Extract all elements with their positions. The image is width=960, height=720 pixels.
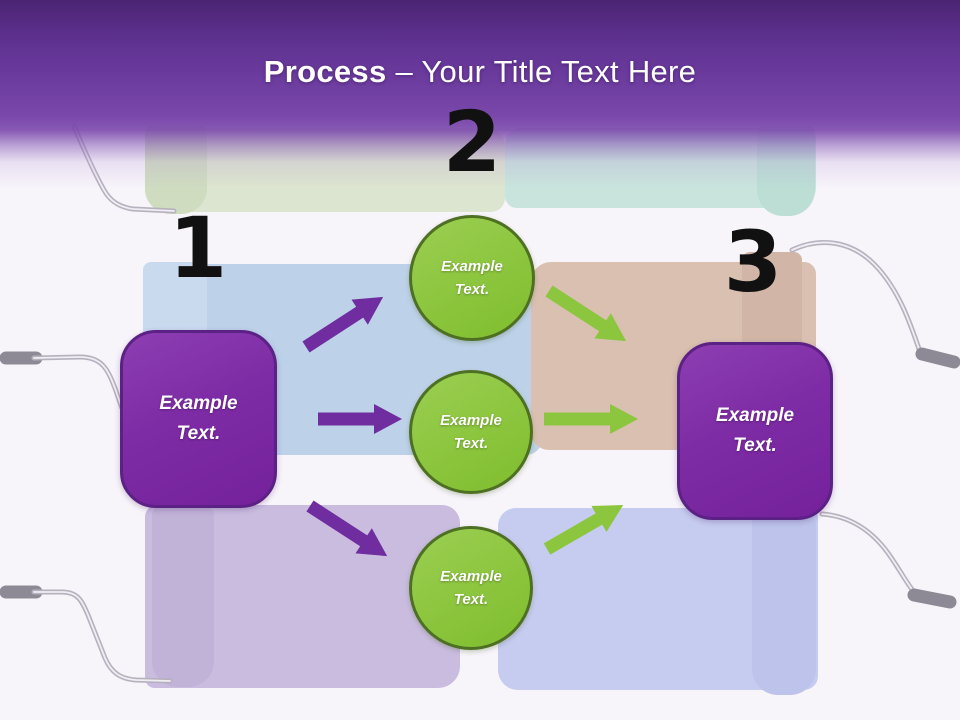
process-circle-bottom-label: Example Text. [440, 567, 502, 608]
process-box-right-label: Example Text. [715, 404, 795, 456]
process-circle-top-label: Example Text. [441, 257, 503, 298]
header-band: Process– Your Title Text Here [0, 0, 960, 200]
paint-roller-handle-icon [789, 240, 960, 369]
process-box-left: Example Text. [120, 330, 277, 508]
paint-roller-sleeve-icon [152, 507, 214, 687]
slide-title-rest: – Your Title Text Here [395, 54, 697, 89]
step-number-2: 2 [442, 93, 502, 191]
paint-roller-sleeve-icon [752, 516, 816, 695]
slide-title-keyword: Process [263, 54, 387, 89]
process-circle-middle: Example Text. [409, 370, 533, 494]
paint-roller-handle-icon [819, 511, 957, 609]
process-circle-top: Example Text. [409, 215, 535, 341]
step-number-3: 3 [723, 213, 783, 311]
process-circle-bottom: Example Text. [409, 526, 533, 650]
slide-title: Process– Your Title Text Here [0, 54, 960, 90]
process-circle-middle-label: Example Text. [440, 411, 502, 452]
process-box-right: Example Text. [677, 342, 833, 520]
process-box-left-label: Example Text. [159, 392, 238, 444]
step-number-1: 1 [168, 199, 228, 297]
